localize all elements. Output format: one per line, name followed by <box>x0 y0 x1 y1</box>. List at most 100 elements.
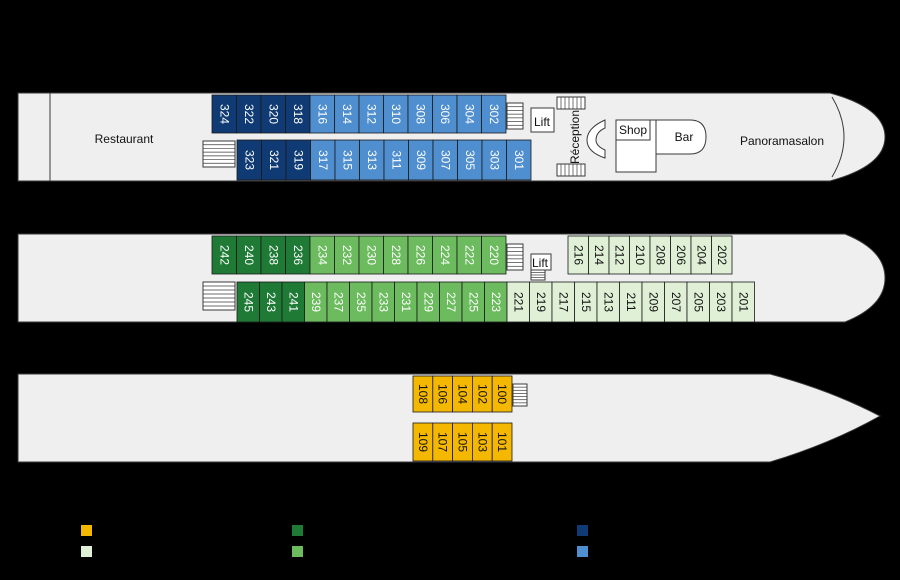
cabin-202[interactable]: 202 <box>711 235 733 275</box>
shop-box <box>615 119 651 141</box>
cabin-312[interactable]: 312 <box>358 94 384 134</box>
cabin-108[interactable]: 108 <box>412 375 434 413</box>
cabin-238[interactable]: 238 <box>260 235 286 275</box>
cabin-201[interactable]: 201 <box>731 281 755 323</box>
cabin-233[interactable]: 233 <box>371 281 395 323</box>
cabin-104[interactable]: 104 <box>452 375 473 413</box>
cabin-311[interactable]: 311 <box>383 139 409 181</box>
cabin-301[interactable]: 301 <box>506 139 532 181</box>
cabin-107[interactable]: 107 <box>432 422 453 462</box>
cabin-324[interactable]: 324 <box>211 94 237 134</box>
cabin-310[interactable]: 310 <box>383 94 409 134</box>
cabin-230[interactable]: 230 <box>358 235 384 275</box>
cabin-213[interactable]: 213 <box>596 281 620 323</box>
cabin-315[interactable]: 315 <box>334 139 360 181</box>
cabin-101[interactable]: 101 <box>491 422 513 462</box>
cabin-222[interactable]: 222 <box>456 235 482 275</box>
cabin-242[interactable]: 242 <box>211 235 237 275</box>
cabin-105[interactable]: 105 <box>452 422 473 462</box>
cabin-317[interactable]: 317 <box>310 139 336 181</box>
cabin-220[interactable]: 220 <box>481 235 507 275</box>
cabin-109[interactable]: 109 <box>412 422 434 462</box>
cabin-209[interactable]: 209 <box>641 281 665 323</box>
cabin-318[interactable]: 318 <box>285 94 311 134</box>
cabin-241[interactable]: 241 <box>281 281 305 323</box>
cabin-216[interactable]: 216 <box>567 235 589 275</box>
cabin-305[interactable]: 305 <box>457 139 483 181</box>
cabin-234[interactable]: 234 <box>309 235 335 275</box>
cabin-box <box>309 235 335 275</box>
cabin-236[interactable]: 236 <box>285 235 311 275</box>
cabin-number: 216 <box>571 245 585 265</box>
cabin-203[interactable]: 203 <box>709 281 733 323</box>
cabin-205[interactable]: 205 <box>686 281 710 323</box>
cabin-number: 324 <box>217 104 231 124</box>
cabin-308[interactable]: 308 <box>407 94 433 134</box>
cabin-316[interactable]: 316 <box>309 94 335 134</box>
deck-3-stairs-fwd-bottom <box>556 163 586 177</box>
cabin-210[interactable]: 210 <box>629 235 651 275</box>
cabin-243[interactable]: 243 <box>259 281 283 323</box>
cabin-225[interactable]: 225 <box>461 281 485 323</box>
cabin-number: 230 <box>364 245 378 265</box>
cabin-number: 219 <box>534 292 548 312</box>
cabin-box <box>432 94 458 134</box>
cabin-313[interactable]: 313 <box>359 139 385 181</box>
cabin-207[interactable]: 207 <box>664 281 688 323</box>
cabin-322[interactable]: 322 <box>236 94 262 134</box>
shop-label: Shop <box>619 123 647 137</box>
deck-1-stairs <box>512 383 528 407</box>
cabin-228[interactable]: 228 <box>383 235 409 275</box>
cabin-number: 310 <box>389 104 403 124</box>
deck-3: Restaurant Panoramasalon Lift Réception … <box>17 92 886 182</box>
cabin-314[interactable]: 314 <box>334 94 360 134</box>
cabin-211[interactable]: 211 <box>619 281 643 323</box>
cabin-307[interactable]: 307 <box>432 139 458 181</box>
cabin-102[interactable]: 102 <box>471 375 493 413</box>
cabin-302[interactable]: 302 <box>481 94 507 134</box>
cabin-212[interactable]: 212 <box>608 235 630 275</box>
cabin-206[interactable]: 206 <box>670 235 692 275</box>
cabin-323[interactable]: 323 <box>236 139 262 181</box>
cabin-box <box>408 139 434 181</box>
cabin-224[interactable]: 224 <box>432 235 458 275</box>
deck-3-stairs-fwd-top <box>556 96 586 110</box>
cabin-number: 309 <box>414 150 428 170</box>
cabin-215[interactable]: 215 <box>574 281 598 323</box>
cabin-214[interactable]: 214 <box>588 235 610 275</box>
cabin-232[interactable]: 232 <box>334 235 360 275</box>
cabin-237[interactable]: 237 <box>326 281 350 323</box>
cabin-number: 224 <box>438 245 452 265</box>
cabin-321[interactable]: 321 <box>261 139 287 181</box>
legend-swatch-dark-blue <box>577 525 588 536</box>
cabin-204[interactable]: 204 <box>690 235 712 275</box>
cabin-306[interactable]: 306 <box>432 94 458 134</box>
cabin-226[interactable]: 226 <box>407 235 433 275</box>
cabin-319[interactable]: 319 <box>285 139 311 181</box>
cabin-309[interactable]: 309 <box>408 139 434 181</box>
cabin-106[interactable]: 106 <box>432 375 453 413</box>
cabin-231[interactable]: 231 <box>394 281 418 323</box>
cabin-320[interactable]: 320 <box>260 94 286 134</box>
cabin-number: 318 <box>291 104 305 124</box>
cabin-223[interactable]: 223 <box>484 281 508 323</box>
cabin-245[interactable]: 245 <box>236 281 260 323</box>
deck-2-stairs-mid <box>506 243 524 271</box>
cabin-227[interactable]: 227 <box>439 281 463 323</box>
legend-swatch-light-blue <box>577 546 588 557</box>
deck-2-stairs-aft <box>202 281 236 311</box>
cabin-303[interactable]: 303 <box>481 139 507 181</box>
cabin-229[interactable]: 229 <box>416 281 440 323</box>
cabin-217[interactable]: 217 <box>551 281 575 323</box>
cabin-239[interactable]: 239 <box>304 281 328 323</box>
cabin-219[interactable]: 219 <box>529 281 553 323</box>
cabin-304[interactable]: 304 <box>456 94 482 134</box>
cabin-103[interactable]: 103 <box>471 422 493 462</box>
cabin-235[interactable]: 235 <box>349 281 373 323</box>
cabin-100[interactable]: 100 <box>491 375 513 413</box>
cabin-208[interactable]: 208 <box>649 235 671 275</box>
cabin-221[interactable]: 221 <box>506 281 530 323</box>
cabin-240[interactable]: 240 <box>236 235 262 275</box>
